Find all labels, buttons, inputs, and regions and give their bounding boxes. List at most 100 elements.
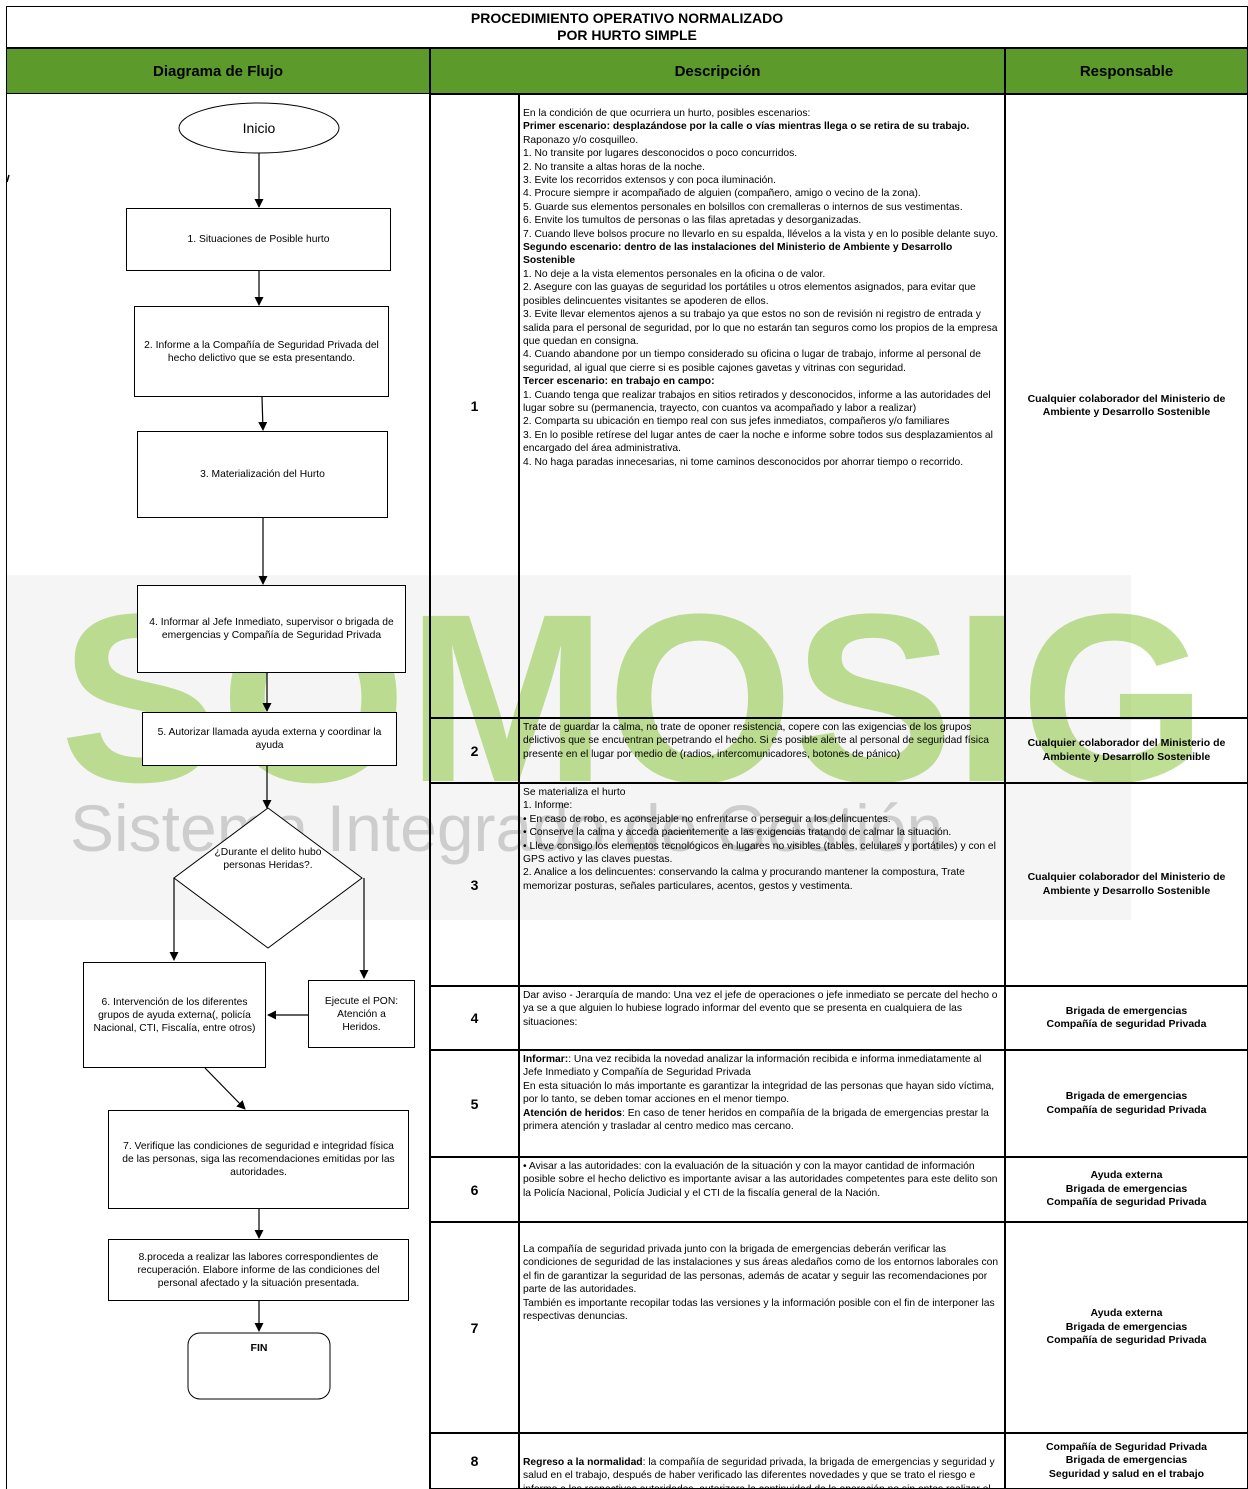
description-line: • Conserve la calma y acceda pacientemen… (523, 827, 952, 839)
description-line: 5. Guarde sus elementos personales en bo… (523, 201, 963, 213)
description-line: Raponazo y/o cosquilleo. (523, 134, 639, 146)
step-2-box: 2. Informe a la Compañía de Seguridad Pr… (134, 306, 389, 397)
row-number: 3 (430, 783, 519, 986)
description-line: Dar aviso - Jerarquía de mando: Una vez … (523, 990, 998, 1028)
description-line: 1. Informe: (523, 800, 573, 812)
responsible-line: Brigada de emergencias (1065, 1182, 1188, 1195)
arrow-s6-s7 (204, 1067, 246, 1110)
row-number: 1 (430, 94, 519, 718)
responsible-line: Compañía de seguridad Privada (1046, 1334, 1207, 1347)
description-line: En esta situación lo más importante es g… (523, 1080, 995, 1106)
step-6-box: 6. Intervención de los diferentes grupos… (83, 962, 266, 1068)
responsible-line: Compañía de seguridad Privada (1046, 1018, 1207, 1030)
step-4-box: 4. Informar al Jefe Inmediato, superviso… (137, 585, 406, 673)
description-line: 6. Envite los tumultos de personas o las… (523, 215, 862, 227)
left-edge-tick (6, 174, 10, 183)
description-line: Informar:: Una vez recibida la novedad a… (523, 1053, 1001, 1080)
description-line: Atención de heridos: En caso de tener he… (523, 1107, 1001, 1134)
step-8-box: 8.proceda a realizar las labores corresp… (108, 1239, 409, 1301)
start-node (178, 102, 340, 154)
end-node (187, 1332, 331, 1400)
description-heading: Primer escenario: desplazándose por la c… (523, 121, 970, 133)
decision-label: ¿Durante el delito hubo personas Heridas… (214, 847, 322, 871)
row-description: La compañía de seguridad privada junto c… (519, 1222, 1005, 1433)
row-number: 2 (430, 718, 519, 783)
step-5-box: 5. Autorizar llamada ayuda externa y coo… (142, 712, 397, 766)
description-heading: Informar: (523, 1054, 569, 1065)
description-line: 1. Cuando tenga que realizar trabajos en… (523, 389, 991, 414)
description-line: 7. Cuando lleve bolsos procure no llevar… (523, 228, 999, 240)
description-line: 2. Analice a los delincuentes: conservan… (523, 867, 965, 892)
description-line: 2. Comparta su ubicación en tiempo real … (523, 416, 950, 428)
description-line: Se materializa el hurto (523, 787, 626, 798)
description-line: En la condición de que ocurriera un hurt… (523, 108, 811, 119)
responsible-line: Ayuda externa (1090, 1169, 1163, 1182)
column-header-flow: Diagrama de Flujo (6, 48, 430, 94)
row-responsible: Cualquier colaborador del Ministerio de … (1005, 718, 1248, 783)
responsible-line: Seguridad y salud en el trabajo (1048, 1467, 1205, 1480)
step-3-box: 3. Materialización del Hurto (137, 431, 388, 518)
description-line: 4. Procure siempre ir acompañado de algu… (523, 188, 921, 200)
description-line: 3. Evite llevar elementos ajenos a su tr… (523, 309, 998, 347)
responsible-line: Cualquier colaborador del Ministerio de … (1027, 737, 1226, 763)
description-line: 4. No haga paradas innecesarias, ni tome… (523, 456, 964, 468)
title-line-2: POR HURTO SIMPLE (557, 27, 697, 43)
description-text: : Una vez recibida la novedad analizar l… (523, 1054, 982, 1079)
row-description: Dar aviso - Jerarquía de mando: Una vez … (519, 986, 1005, 1050)
description-line: 2. No transite a altas horas de la noche… (523, 161, 706, 173)
row-number: 7 (430, 1222, 519, 1433)
flow-arrows (169, 152, 369, 1332)
description-line: Trate de guardar la calma, no trate de o… (523, 722, 989, 760)
description-line: 2. Asegure con las guayas de seguridad l… (523, 282, 976, 307)
page-title: PROCEDIMIENTO OPERATIVO NORMALIZADO POR … (6, 6, 1248, 48)
column-header-description: Descripción (430, 48, 1005, 94)
responsible-line: Ayuda externa (1090, 1307, 1163, 1320)
row-description: Trate de guardar la calma, no trate de o… (519, 718, 1005, 783)
responsible-line: Cualquier colaborador del Ministerio de … (1027, 392, 1226, 419)
description-heading: Tercer escenario: en trabajo en campo: (523, 376, 715, 388)
decision-node (173, 807, 363, 949)
description-line: 4. Cuando abandone por un tiempo conside… (523, 349, 981, 374)
step-1-box: 1. Situaciones de Posible hurto (126, 208, 391, 271)
row-number: 5 (430, 1050, 519, 1157)
description-line: Regreso a la normalidad: la compañía de … (523, 1456, 1001, 1488)
description-line: • Lleve consigo los elementos tecnológic… (523, 840, 996, 866)
pon-box: Ejecute el PON: Atención a Heridos. (308, 980, 415, 1048)
description-line: 1. No transite por lugares desconocidos … (523, 148, 798, 160)
responsible-line: Brigada de emergencias (1065, 1090, 1188, 1102)
description-line: 1. No deje a la vista elementos personal… (523, 268, 826, 280)
responsible-line: Brigada de emergencias (1065, 1004, 1188, 1017)
column-header-responsible: Responsable (1005, 48, 1248, 94)
description-line: Segundo escenario: dentro de las instala… (523, 241, 1001, 268)
responsible-line: Brigada de emergencias (1065, 1320, 1188, 1333)
description-line: La compañía de seguridad privada junto c… (523, 1244, 999, 1296)
responsible-line: Brigada de emergencias (1065, 1454, 1188, 1467)
responsible-line: Compañía de Seguridad Privada (1045, 1440, 1208, 1453)
row-number: 4 (430, 986, 519, 1050)
description-line: • En caso de robo, es aconsejable no enf… (523, 813, 891, 825)
description-line: • Avisar a las autoridades: con la evalu… (523, 1161, 998, 1199)
description-heading: Regreso a la normalidad (523, 1457, 643, 1468)
description-line: También es importante recopilar todas la… (523, 1297, 995, 1323)
flow-column (6, 94, 430, 1489)
description-heading: Atención de heridos (523, 1107, 622, 1119)
row-description: Informar:: Una vez recibida la novedad a… (519, 1050, 1005, 1157)
responsible-line: Compañía de seguridad Privada (1046, 1196, 1207, 1209)
description-line: 3. En lo posible retírese del lugar ante… (523, 429, 993, 455)
start-label: Inicio (242, 120, 276, 136)
step-7-box: 7. Verifique las condiciones de segurida… (108, 1110, 409, 1209)
description-line: Tercer escenario: en trabajo en campo: (523, 375, 1001, 388)
title-line-1: PROCEDIMIENTO OPERATIVO NORMALIZADO (470, 10, 784, 26)
responsible-line: Compañía de seguridad Privada (1046, 1103, 1207, 1116)
row-description: En la condición de que ocurriera un hurt… (519, 94, 1005, 718)
description-line: Primer escenario: desplazándose por la c… (523, 120, 1001, 133)
responsible-line: Cualquier colaborador del Ministerio de … (1027, 871, 1226, 897)
description-text: : En caso de tener heridos en compañía d… (523, 1107, 989, 1133)
description-heading: Segundo escenario: dentro de las instala… (523, 242, 953, 267)
row-description: Se materializa el hurto 1. Informe:• En … (519, 783, 1005, 986)
description-line: 3. Evite los recorridos extensos y con p… (523, 175, 776, 187)
end-label: FIN (250, 1342, 268, 1354)
